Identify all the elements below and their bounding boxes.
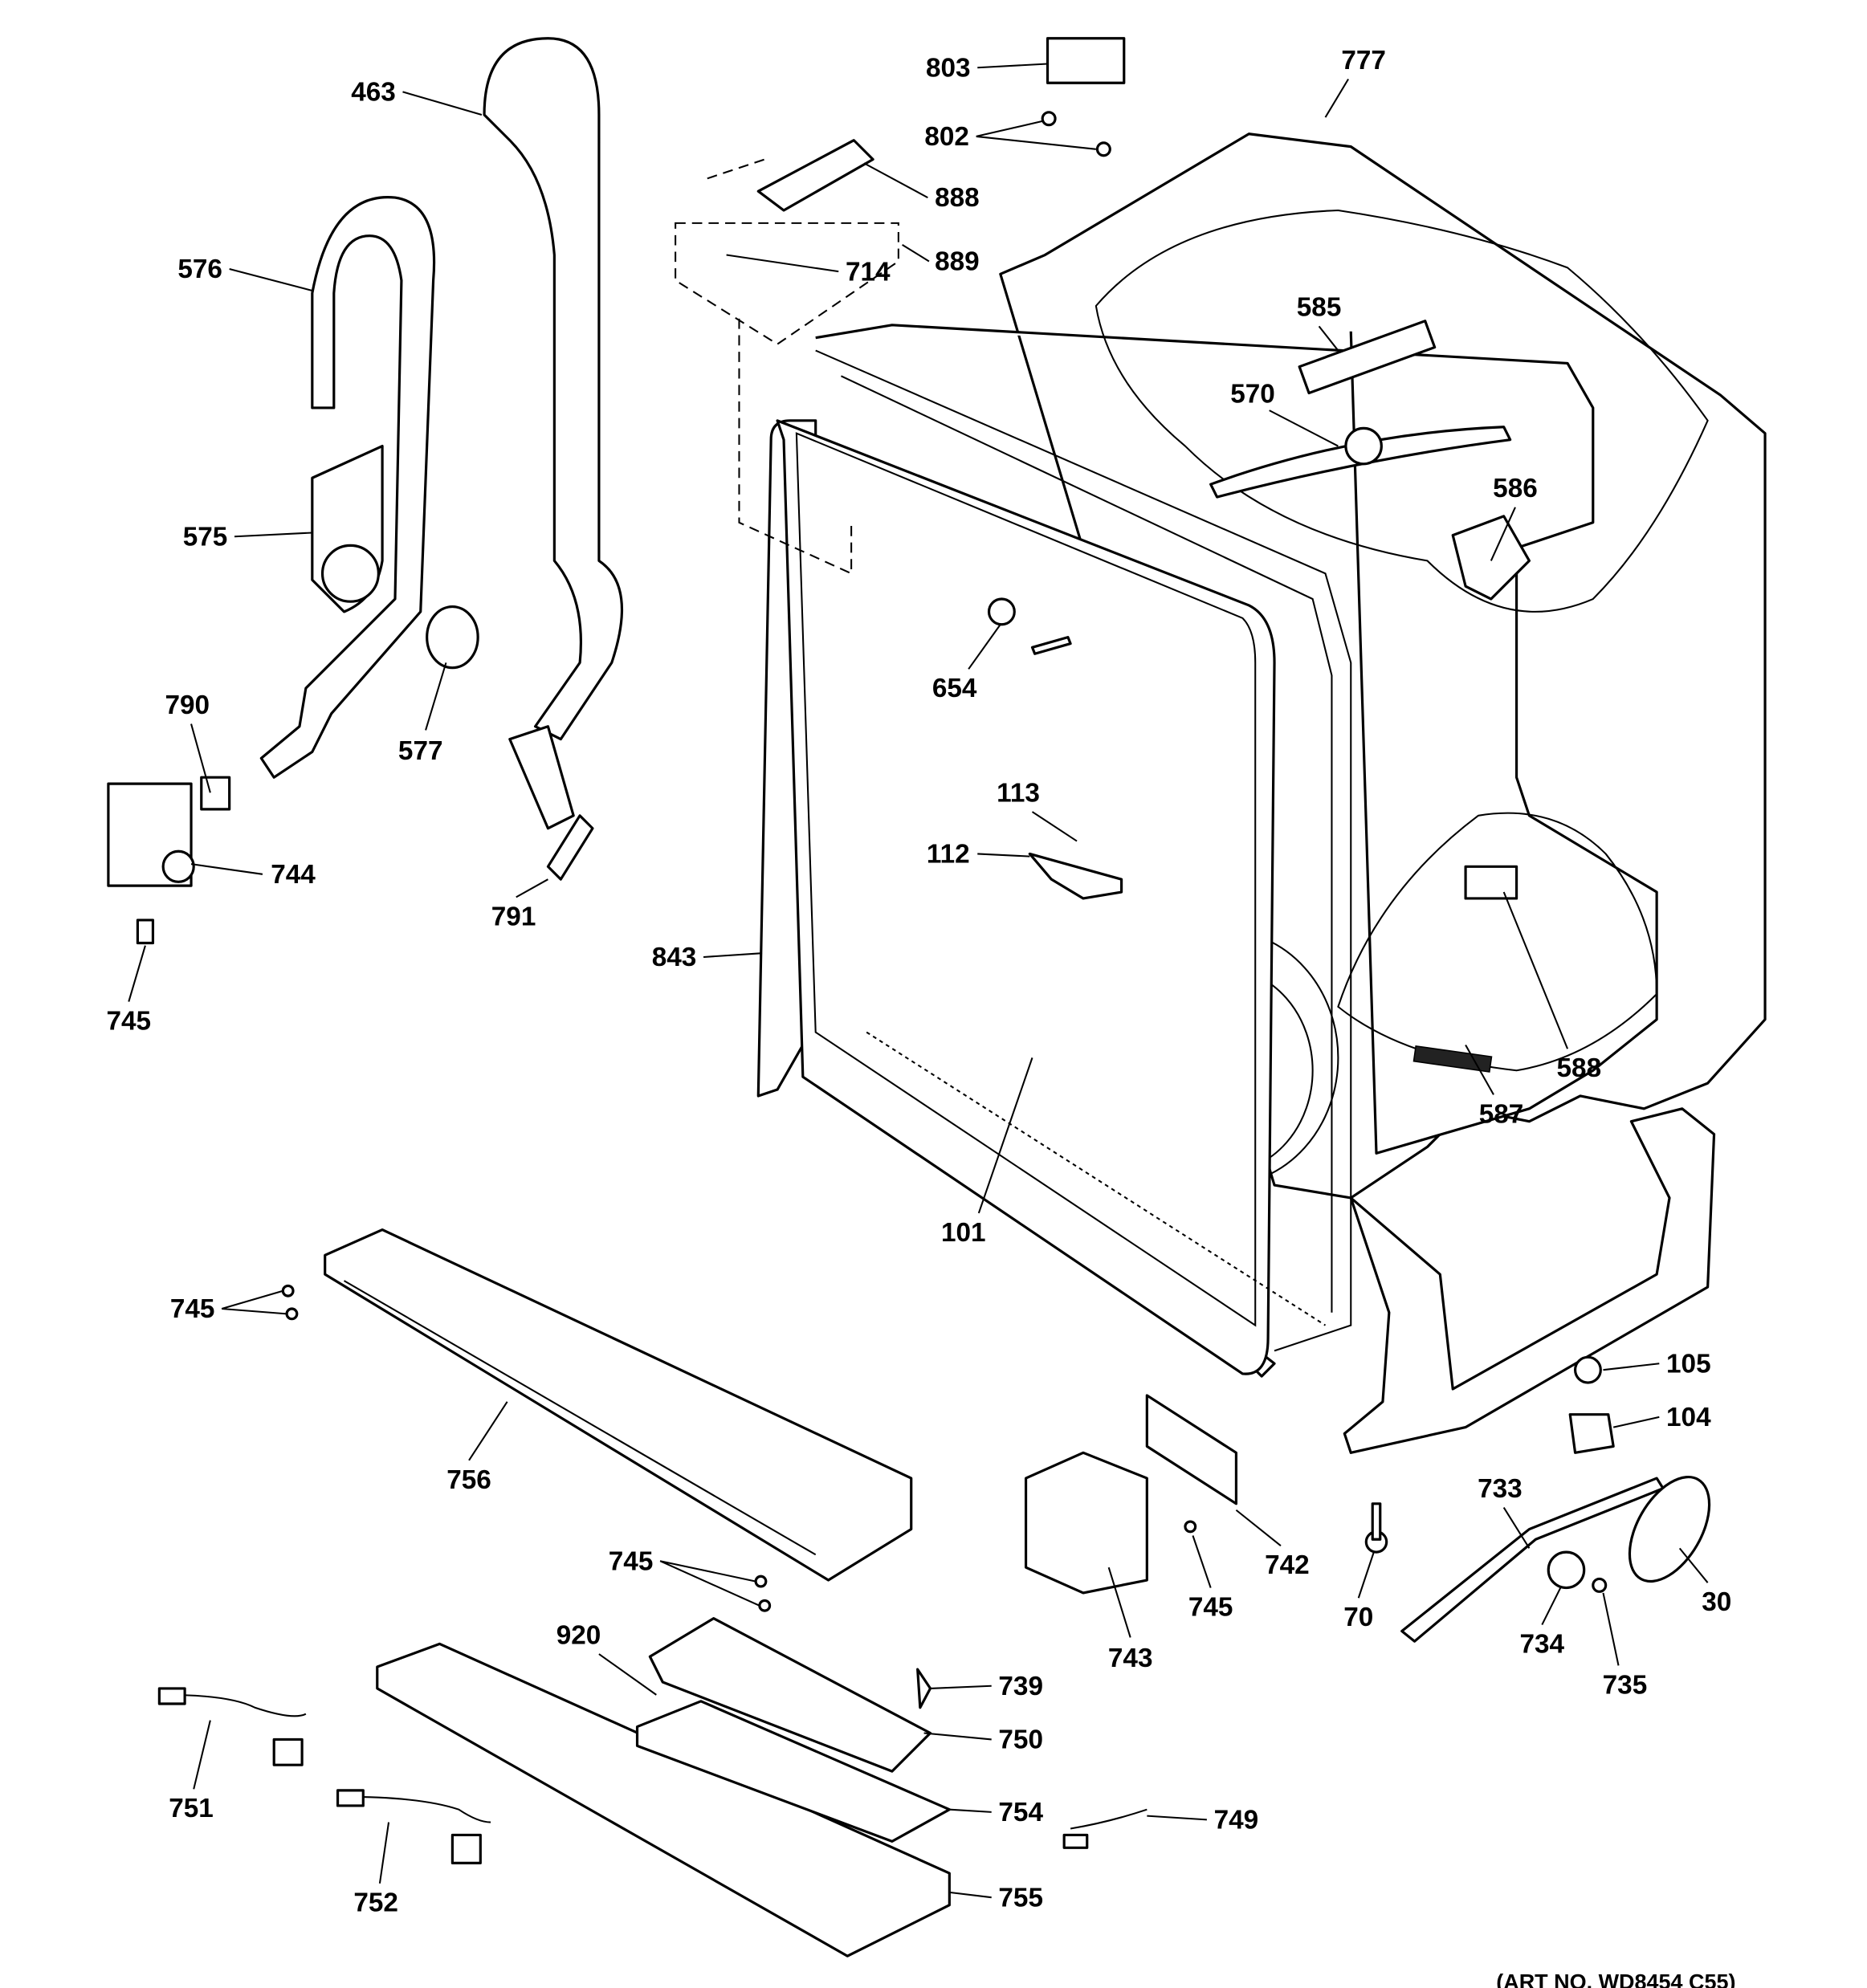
callout-label: 101	[941, 1218, 986, 1248]
callout-label: 751	[169, 1794, 214, 1823]
toe-kick-and-panels	[157, 1228, 1148, 1957]
callout-label: 105	[1666, 1349, 1711, 1379]
callout-label: 588	[1557, 1053, 1602, 1083]
callout-label: 743	[1108, 1644, 1153, 1673]
callout-label: 777	[1341, 46, 1386, 75]
callout-label: 745	[1188, 1592, 1233, 1622]
door-frame	[756, 349, 1352, 1378]
callout-label: 889	[935, 247, 980, 277]
hoses	[259, 37, 624, 881]
callout-label: 803	[926, 53, 971, 83]
callout-label: 576	[177, 255, 222, 284]
callout-label: 714	[846, 257, 891, 287]
tub-assembly	[815, 132, 1767, 1200]
callout-label: 112	[927, 840, 970, 870]
callout-label: 742	[1265, 1550, 1310, 1580]
callout-label: 754	[998, 1798, 1043, 1827]
callout-label: 745	[106, 1006, 151, 1036]
callout-label: 756	[446, 1465, 491, 1495]
callout-label: 575	[183, 522, 228, 552]
callout-label: 790	[165, 691, 210, 720]
callout-label: 843	[652, 943, 697, 972]
callout-label: 745	[609, 1546, 654, 1576]
leader-lines	[128, 63, 1709, 1899]
callout-labels: 463 576 575 790 744 745 577 791 803 802 …	[106, 46, 1735, 1988]
callout-label: 734	[1520, 1629, 1565, 1659]
callout-label: 733	[1478, 1474, 1523, 1504]
callout-label: 70	[1343, 1603, 1373, 1632]
callout-label: 739	[998, 1672, 1043, 1701]
valve-and-small-parts	[107, 37, 1711, 1643]
callout-label: 104	[1666, 1403, 1711, 1432]
callout-label: 463	[351, 77, 396, 107]
callout-label: 113	[997, 778, 1040, 808]
callout-label: 888	[935, 183, 980, 213]
callout-label: 802	[924, 122, 969, 152]
callout-label: 752	[353, 1888, 398, 1918]
callout-label: 735	[1603, 1670, 1648, 1700]
base-frame	[1343, 1107, 1716, 1454]
callout-label: 755	[998, 1883, 1043, 1913]
callout-label: 577	[398, 736, 443, 766]
callout-label: 749	[1214, 1806, 1259, 1835]
callout-label: 585	[1297, 293, 1342, 323]
callout-label: 920	[556, 1620, 601, 1650]
callout-label: 30	[1702, 1587, 1731, 1617]
callout-label: 587	[1479, 1099, 1524, 1129]
art-number: (ART NO. WD8454 C55)	[1496, 1970, 1735, 1988]
callout-label: 654	[932, 674, 977, 703]
callout-label: 750	[998, 1725, 1043, 1755]
callout-label: 586	[1493, 474, 1538, 503]
callout-label: 791	[491, 902, 536, 931]
callout-label: 570	[1230, 380, 1275, 409]
callout-label: 744	[271, 860, 316, 890]
callout-label: 745	[170, 1294, 215, 1324]
